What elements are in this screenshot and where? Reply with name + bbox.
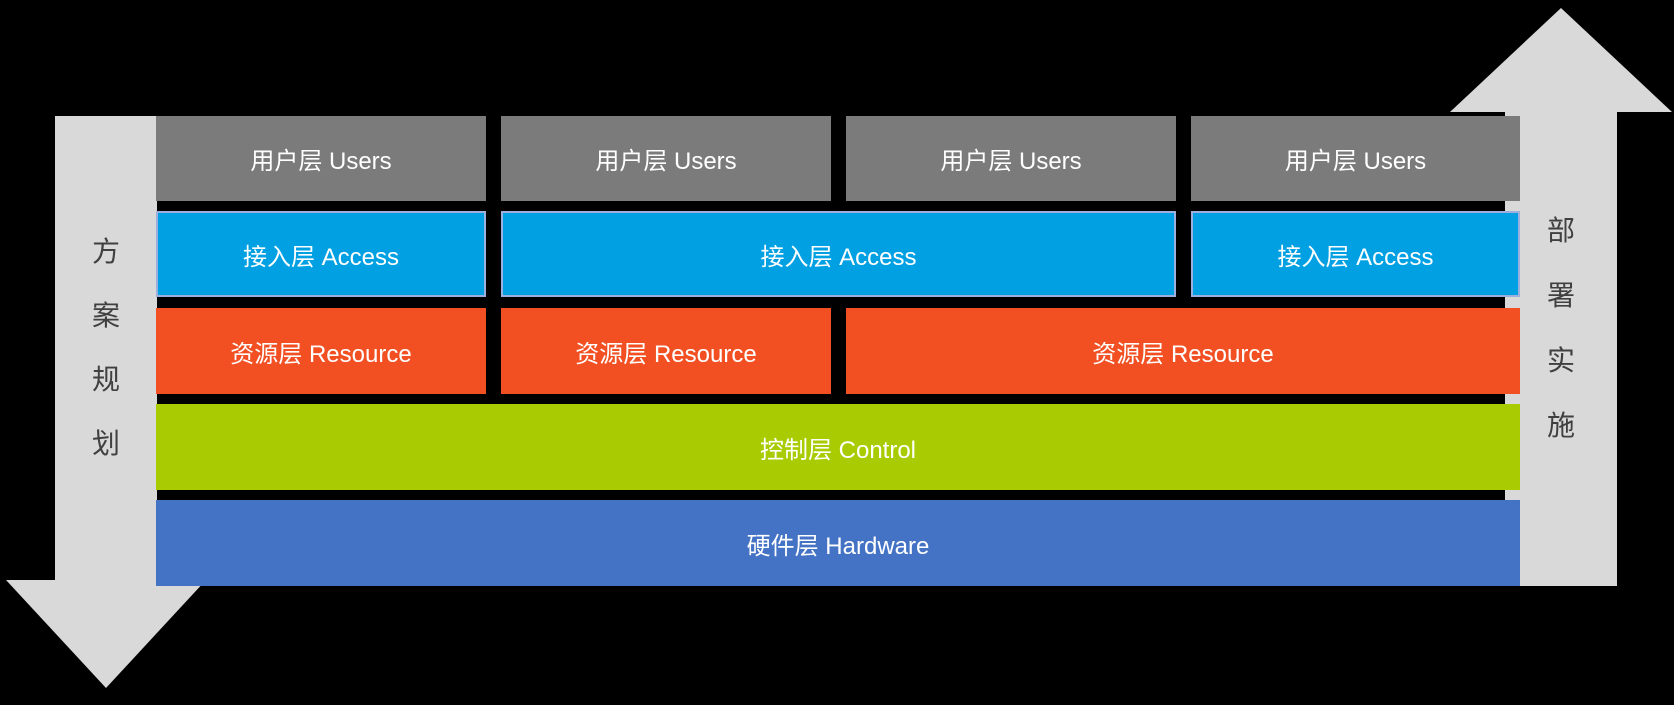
resource-layer-box-left: 资源层 Resource: [156, 308, 486, 394]
users-layer-box-1: 用户层 Users: [156, 116, 486, 201]
users-layer-box-3: 用户层 Users: [846, 116, 1176, 201]
right-arrow-head-icon: [1450, 8, 1672, 112]
users-layer-label: 用户层 Users: [250, 148, 392, 175]
control-layer-label: 控制层 Control: [759, 436, 917, 464]
resource-layer-label: 资源层 Resource: [1092, 340, 1274, 368]
left-arrow-char: 案: [91, 300, 120, 331]
hardware-layer-label: 硬件层 Hardware: [746, 532, 930, 560]
right-arrow-char: 施: [1546, 410, 1575, 441]
users-layer-label: 用户层 Users: [940, 148, 1082, 175]
access-layer-box-right: 接入层 Access: [1191, 211, 1520, 297]
resource-layer-box-right-merged: 资源层 Resource: [846, 308, 1520, 394]
hardware-layer-box: 硬件层 Hardware: [156, 500, 1520, 586]
access-layer-label: 接入层 Access: [760, 243, 917, 271]
right-arrow-label: 部 署 实 施: [1505, 198, 1617, 458]
left-arrow-char: 方: [91, 236, 120, 267]
access-layer-label: 接入层 Access: [1277, 243, 1434, 271]
resource-layer-label: 资源层 Resource: [230, 340, 412, 368]
resource-layer-label: 资源层 Resource: [575, 340, 757, 368]
left-arrow-label: 方 案 规 划: [55, 116, 157, 580]
right-arrow-char: 实: [1546, 345, 1575, 376]
right-arrow-shaft: [1505, 112, 1617, 586]
left-arrow-char: 划: [91, 428, 120, 459]
access-layer-box-left: 接入层 Access: [156, 211, 486, 297]
users-layer-label: 用户层 Users: [1284, 148, 1427, 175]
access-layer-box-center-merged: 接入层 Access: [501, 211, 1176, 297]
control-layer-box: 控制层 Control: [156, 404, 1520, 490]
left-arrow-char: 规: [91, 364, 120, 395]
left-arrow-shaft: [55, 116, 157, 580]
users-layer-box-2: 用户层 Users: [501, 116, 831, 201]
access-layer-label: 接入层 Access: [242, 243, 400, 271]
right-arrow-char: 署: [1546, 280, 1575, 311]
users-layer-label: 用户层 Users: [595, 148, 737, 175]
left-arrow-head-icon: [6, 580, 206, 688]
users-layer-box-4: 用户层 Users: [1191, 116, 1520, 201]
right-arrow-char: 部: [1546, 215, 1575, 246]
resource-layer-box-center: 资源层 Resource: [501, 308, 831, 394]
